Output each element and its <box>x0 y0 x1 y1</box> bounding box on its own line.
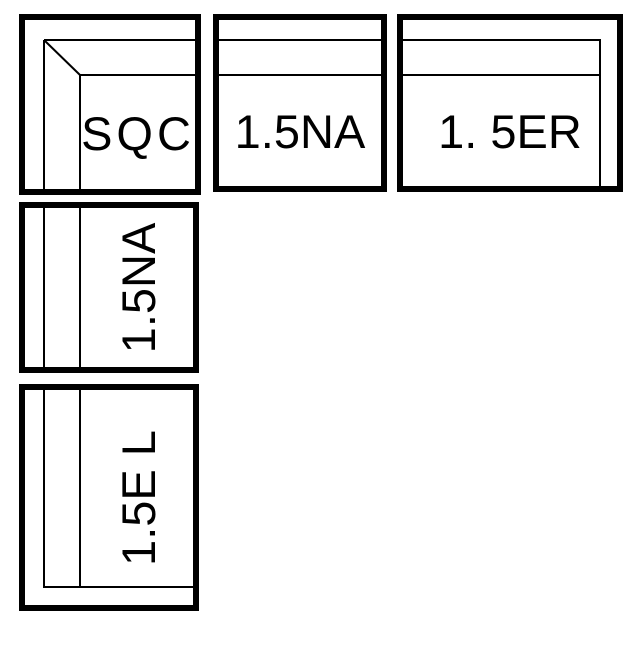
module-label-right-arm: 1. 5ER <box>438 105 582 158</box>
module-right-arm-outline <box>397 14 623 192</box>
module-corner-sqc: SQC <box>19 14 201 195</box>
module-left-arm-outline <box>19 384 199 611</box>
module-label-armless-top: 1.5NA <box>235 105 366 158</box>
module-armless-top-outline <box>213 14 387 192</box>
module-armless-top: 1.5NA <box>213 14 387 192</box>
module-armless-side-outline <box>19 202 199 373</box>
module-label-sqc: SQC <box>81 107 195 160</box>
left-arm-back-line <box>43 389 194 588</box>
module-label-armless-side: 1.5NA <box>112 222 165 353</box>
right-arm-back-line <box>402 39 601 187</box>
module-armless-side: 1.5NA <box>19 202 199 373</box>
module-right-arm: 1. 5ER <box>397 14 623 192</box>
module-left-arm: 1.5E L <box>19 384 199 611</box>
corner-diagonal <box>43 39 81 76</box>
module-label-left-arm: 1.5E L <box>112 430 165 566</box>
